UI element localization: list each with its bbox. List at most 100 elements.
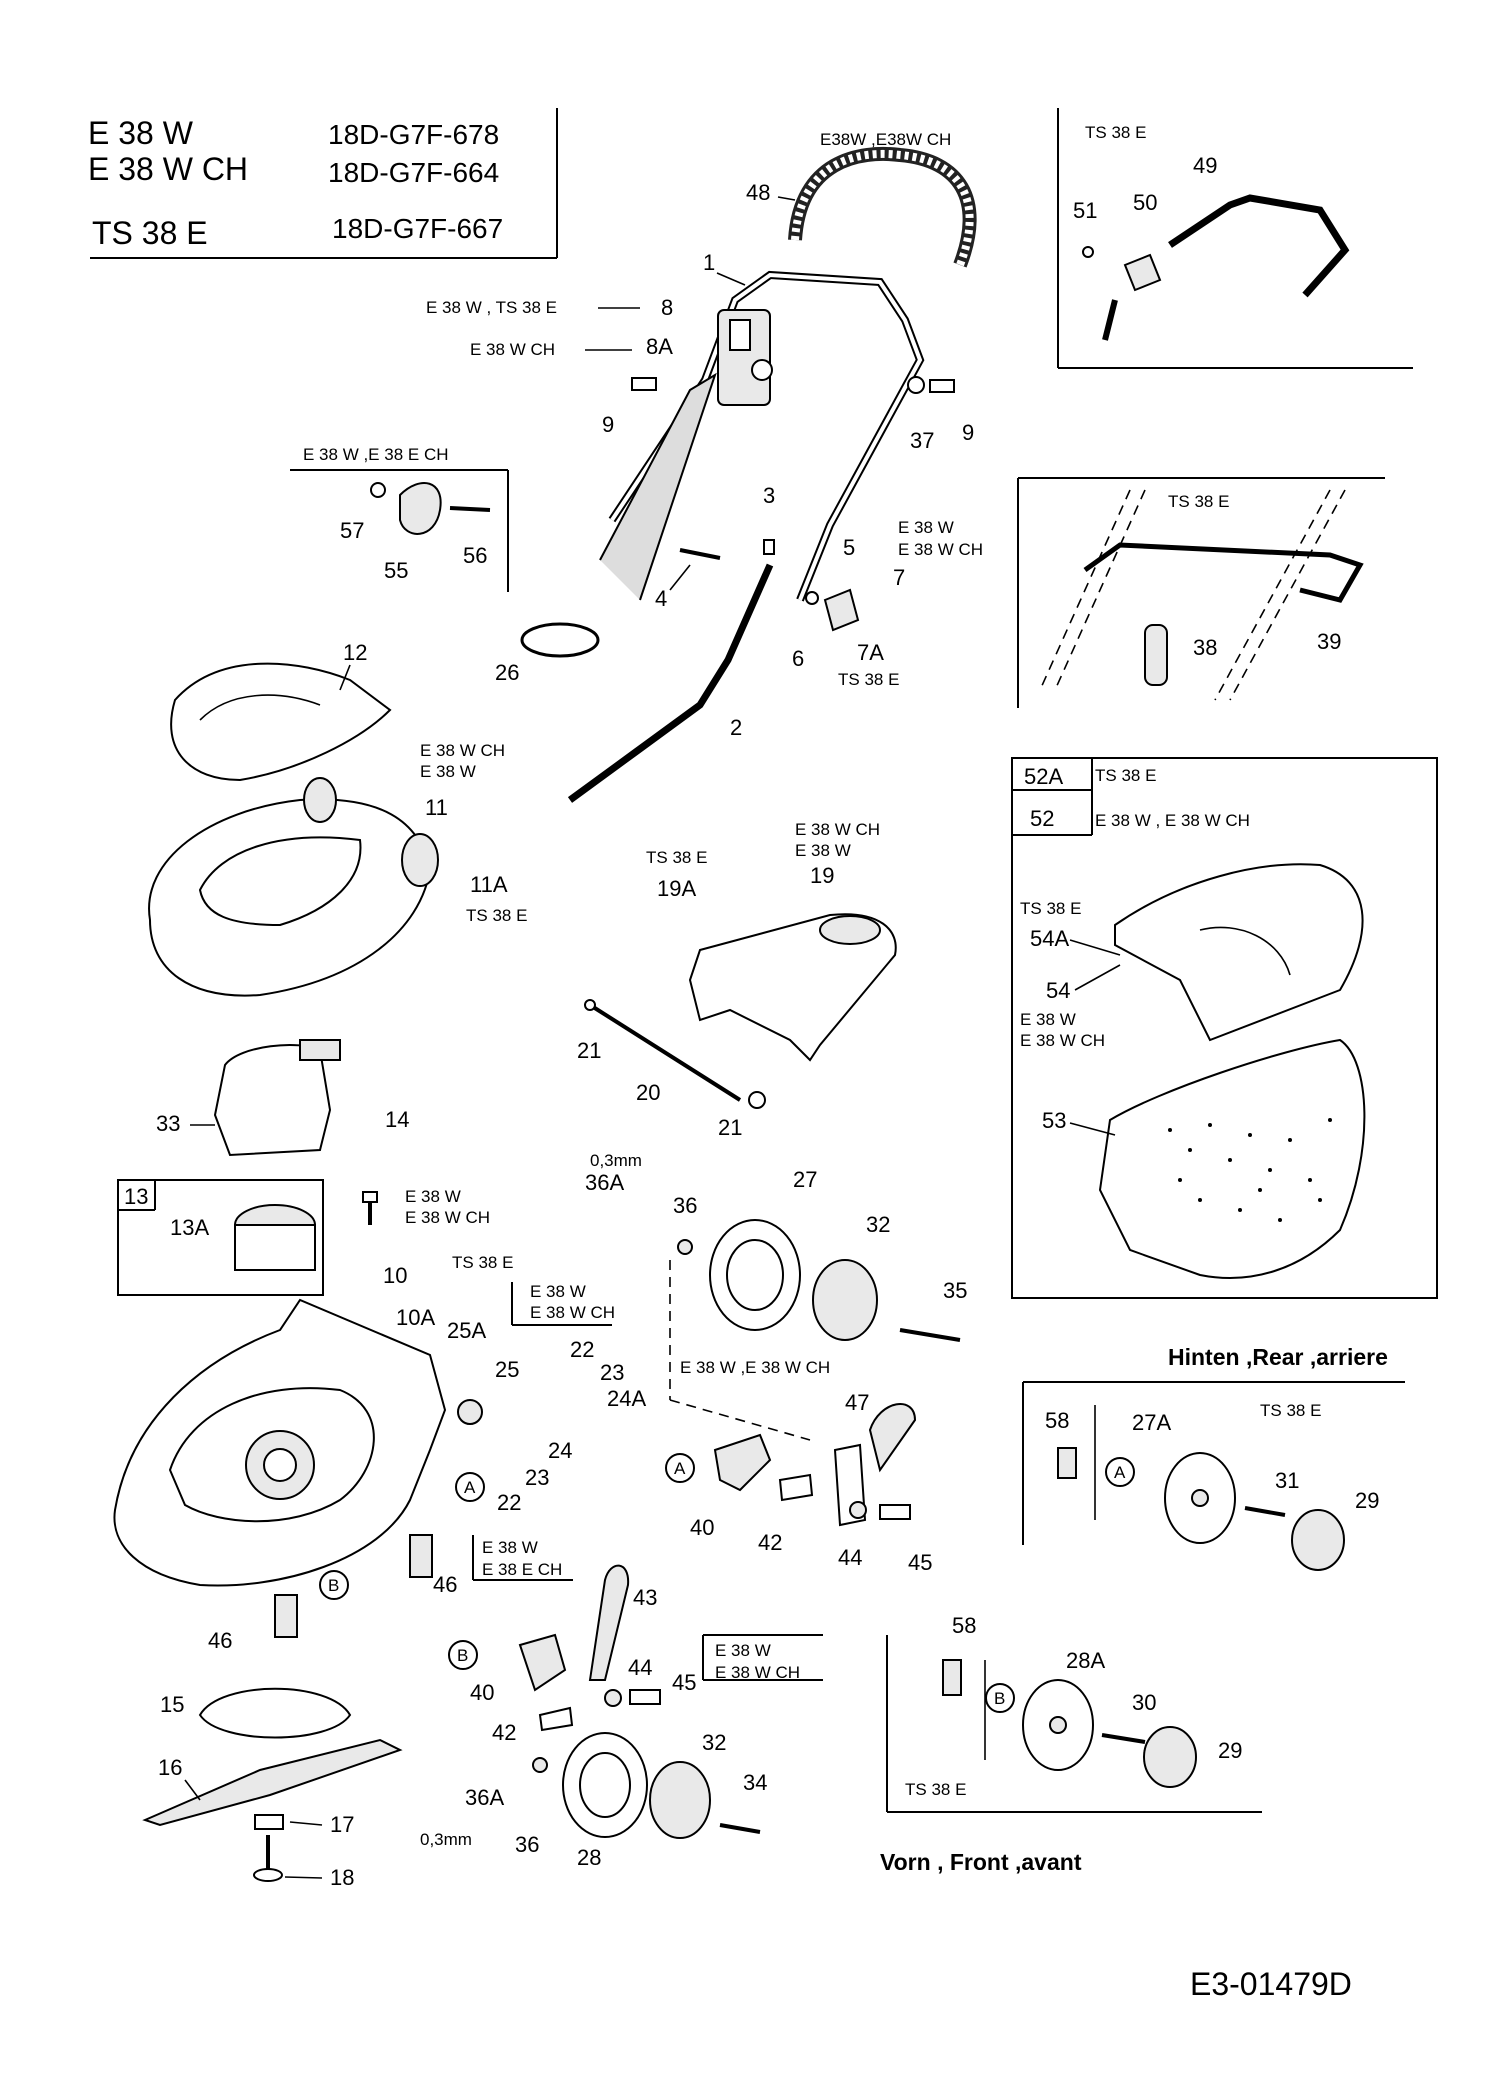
note-e38w-54: E 38 W [1020,1010,1076,1029]
label-31: 31 [1275,1468,1299,1493]
label-11: 11 [425,795,448,820]
marker-b-ts38e-text: B [994,1689,1005,1708]
label-9-right: 9 [962,420,974,445]
note-e38w-43: E 38 W [715,1641,771,1660]
label-29-front: 29 [1218,1738,1242,1763]
handle-assembly: E38W ,E38W CH 48 1 E 38 W , TS 38 E 8 E … [426,130,983,803]
label-44-rear: 44 [838,1545,862,1570]
label-3: 3 [763,483,775,508]
label-16: 16 [158,1755,182,1780]
marker-a-deck-text: A [464,1478,476,1497]
model-e38w: E 38 W [88,115,194,151]
label-45-rear: 45 [908,1550,932,1575]
note-e38wch-13: E 38 W CH [405,1208,490,1227]
rear-wheel-ts38e-box: Hinten ,Rear ,arriere TS 38 E 58 27A A 3… [1022,1344,1405,1571]
note-thickness-36a-front: 0,3mm [420,1830,472,1849]
label-24a: 24A [607,1386,646,1411]
label-36-rear: 36 [673,1193,697,1218]
label-15: 15 [160,1692,184,1717]
label-13: 13 [124,1184,148,1209]
cable-clip-group: E 38 W ,E 38 E CH 57 55 56 [290,445,509,592]
label-27: 27 [793,1167,817,1192]
rear-flap: TS 38 E E 38 W CH E 38 W 19A 19 21 20 21 [577,820,897,1140]
label-11a: 11A [470,872,508,897]
label-44-front: 44 [628,1655,652,1680]
note-ts38e-19a: TS 38 E [646,848,707,867]
label-25: 25 [495,1357,519,1382]
label-20: 20 [636,1080,660,1105]
note-e38w-e38wch-27: E 38 W ,E 38 W CH [680,1358,830,1377]
label-27a: 27A [1132,1410,1171,1435]
code-e38w: 18D-G7F-678 [328,119,499,150]
label-9-left: 9 [602,412,614,437]
note-e38wch-43: E 38 W CH [715,1663,800,1682]
label-18: 18 [330,1865,354,1890]
note-e38wch-11: E 38 W CH [420,741,505,760]
label-22-top: 22 [570,1337,594,1362]
note-ts38e-box1: TS 38 E [1085,123,1146,142]
label-32-front: 32 [702,1730,726,1755]
label-25a: 25A [447,1318,486,1343]
blade-assembly: 15 16 17 18 [142,1687,403,1890]
marker-a-deck [455,1472,485,1502]
label-55: 55 [384,558,408,583]
label-40-rear: 40 [690,1515,714,1540]
note-e38w-13: E 38 W [405,1187,461,1206]
hood-assembly: 12 E 38 W CH E 38 W 11 11A TS 38 E [148,640,527,997]
note-e38w-e38wch-top: E38W ,E38W CH [820,130,951,149]
label-32-rear: 32 [866,1212,890,1237]
label-42-rear: 42 [758,1530,782,1555]
label-5: 5 [843,535,855,560]
drawing-id: E3-01479D [1190,1966,1352,2002]
ts38e-handle-box: TS 38 E 49 50 51 [1057,108,1413,369]
label-38: 38 [1193,635,1217,660]
note-ts38e-10: TS 38 E [452,1253,513,1272]
note-e38ech-46: E 38 E CH [482,1560,562,1579]
marker-a-ts38e [1105,1457,1135,1487]
label-19: 19 [810,863,834,888]
note-thickness-36a: 0,3mm [590,1151,642,1170]
note-ts38e-27a: TS 38 E [1260,1401,1321,1420]
label-12: 12 [343,640,367,665]
label-8a: 8A [646,334,673,359]
label-36a-rear: 36A [585,1170,624,1195]
label-14: 14 [385,1107,409,1132]
note-e38w-e38wch-52: E 38 W , E 38 W CH [1095,811,1250,830]
label-19a: 19A [657,876,696,901]
label-36a-front: 36A [465,1785,504,1810]
note-e38w-7: E 38 W [898,518,954,537]
section-front: Vorn , Front ,avant [880,1849,1082,1875]
label-24: 24 [548,1438,572,1463]
note-ts38e-54a: TS 38 E [1020,899,1081,918]
label-36-front: 36 [515,1832,539,1857]
label-57: 57 [340,518,364,543]
note-e38wch-25: E 38 W CH [530,1303,615,1322]
label-39: 39 [1317,629,1341,654]
note-ts38e-28a: TS 38 E [905,1780,966,1799]
label-37: 37 [910,428,934,453]
label-58-rear: 58 [1045,1408,1069,1433]
mower-deck: TS 38 E 10 10A 25A 25 E 38 W E 38 W CH 2… [113,1253,646,1653]
note-e38w-19: E 38 W [795,841,851,860]
marker-b-front [448,1640,478,1670]
section-rear: Hinten ,Rear ,arriere [1168,1344,1388,1370]
label-7: 7 [893,565,905,590]
label-4: 4 [655,586,667,611]
note-ts38e-7a: TS 38 E [838,670,899,689]
label-7a: 7A [857,640,884,665]
label-35: 35 [943,1278,967,1303]
marker-b-deck-text: B [328,1576,339,1595]
model-ts38e: TS 38 E [92,215,208,251]
front-wheel-ts38e-box: 58 28A B 30 29 TS 38 E Vorn , Front ,ava… [880,1613,1262,1875]
label-10a: 10A [396,1305,435,1330]
label-52a: 52A [1024,764,1063,789]
label-52: 52 [1030,806,1054,831]
label-40-front: 40 [470,1680,494,1705]
label-22: 22 [497,1490,521,1515]
marker-b-deck [319,1570,349,1600]
label-2: 2 [730,715,742,740]
label-53: 53 [1042,1108,1066,1133]
rear-wheel-e38w: 0,3mm 36A 36 27 32 35 E 38 W ,E 38 W CH [585,1151,967,1377]
note-e38wch-19: E 38 W CH [795,820,880,839]
